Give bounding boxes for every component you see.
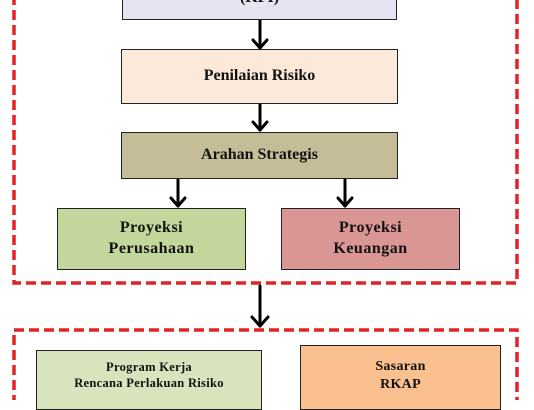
rkap-target-line1: Sasaran xyxy=(375,359,426,374)
group-border-bottom xyxy=(12,328,519,400)
arrow-risk-to-strategy xyxy=(251,102,269,132)
kpi-box-text: (KPI) xyxy=(240,0,279,9)
risk-assessment-text: Penilaian Risiko xyxy=(203,67,316,85)
kpi-box: (KPI) xyxy=(122,0,397,20)
strategic-direction-box: Arahan Strategis xyxy=(121,132,398,179)
financial-projection-box: Proyeksi Keuangan xyxy=(281,208,460,270)
group-border-top xyxy=(12,0,519,285)
diagram-canvas xyxy=(12,0,519,400)
work-program-line1: Program Kerja xyxy=(106,360,192,374)
financial-projection-line1: Proyeksi xyxy=(338,219,403,237)
work-program-line2: Rencana Perlakuan Risiko xyxy=(74,376,224,391)
arrow-strategy-to-finance xyxy=(336,178,354,208)
company-projection-line1: Proyeksi xyxy=(119,219,184,237)
rkap-target-box: Sasaran RKAP xyxy=(300,345,501,410)
financial-projection-line2: Keuangan xyxy=(333,240,408,257)
work-program-box: Program Kerja Rencana Perlakuan Risiko xyxy=(36,350,262,410)
company-projection-box: Proyeksi Perusahaan xyxy=(57,208,246,270)
company-projection-line2: Perusahaan xyxy=(108,240,195,257)
strategic-direction-text: Arahan Strategis xyxy=(201,146,318,164)
risk-assessment-box: Penilaian Risiko xyxy=(121,49,398,104)
arrow-group-to-group xyxy=(250,284,270,328)
rkap-target-line2: RKAP xyxy=(380,377,421,393)
arrow-kpi-to-risk xyxy=(251,18,269,50)
arrow-strategy-to-company xyxy=(169,178,187,208)
